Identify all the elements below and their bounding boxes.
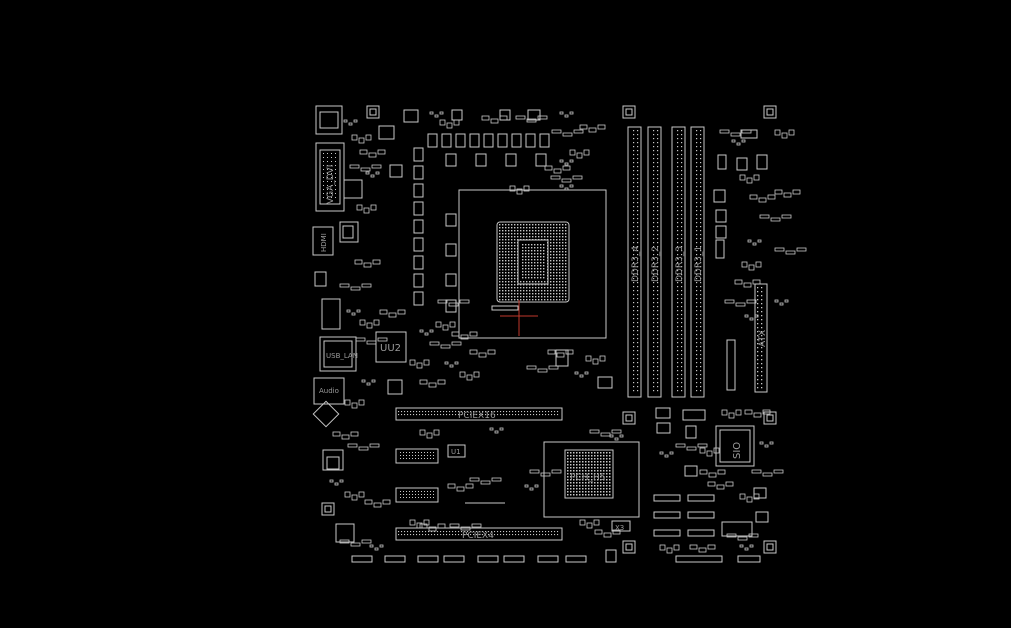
label-pciex16: PCIEX16 <box>458 411 496 421</box>
ps2-connector <box>315 105 343 135</box>
label-ddr3-2: DDR3_2 <box>651 246 661 282</box>
uu2-chip <box>375 331 407 363</box>
label-audio: Audio <box>319 387 339 395</box>
label-hdmi: HDMI <box>320 233 328 252</box>
mount-hole-br <box>763 540 777 554</box>
pin-arrays <box>323 111 807 554</box>
pciex16-slot <box>395 407 563 421</box>
audio-codec-chip <box>335 523 355 543</box>
dimm-slot-3 <box>671 126 686 398</box>
pch-outline <box>543 441 640 518</box>
x3-crystal <box>611 520 631 532</box>
label-vga-dvi: VGA_DVI <box>326 165 336 204</box>
vga-dvi-connector <box>315 142 345 212</box>
label-uu2: UU2 <box>380 343 401 354</box>
label-pciex4: PCIEX4 <box>462 531 494 541</box>
mount-hole-ml <box>622 411 636 425</box>
ic-bottom-left-1 <box>395 448 439 464</box>
pciex4-slot <box>395 527 563 541</box>
mount-hole-bm <box>622 540 636 554</box>
label-u1: U1 <box>451 448 461 456</box>
label-ddr3-4: DDR3_4 <box>631 246 641 282</box>
label-ddr3-1: DDR3_1 <box>694 246 704 282</box>
pch-chip <box>564 449 614 499</box>
sio-chip <box>715 425 755 467</box>
label-x3: X3 <box>615 524 624 532</box>
dimm-slot-4 <box>627 126 642 398</box>
hdmi-connector <box>312 226 334 256</box>
label-sio: SIO <box>732 442 743 459</box>
mount-hole-tl <box>366 105 380 119</box>
cpu-socket <box>458 189 607 339</box>
label-ddr3-3: DDR3_3 <box>675 246 685 282</box>
mount-hole-bl <box>321 502 335 516</box>
atx-power-connector <box>754 283 768 393</box>
lan-chip <box>322 449 344 471</box>
usb-lan-connector <box>319 336 357 372</box>
label-usb-lan: USB_LAN <box>326 352 358 360</box>
mount-hole-tr <box>763 105 777 119</box>
dimm-slot-2 <box>647 126 662 398</box>
usb-connector-2 <box>321 298 341 330</box>
u1-chip <box>447 444 466 458</box>
dimm-slot-1 <box>690 126 705 398</box>
mount-hole-tm <box>622 105 636 119</box>
ic-bottom-left-2 <box>395 487 439 503</box>
label-pch: PCH_H5 <box>570 473 605 483</box>
label-atx: ATX <box>758 330 768 347</box>
